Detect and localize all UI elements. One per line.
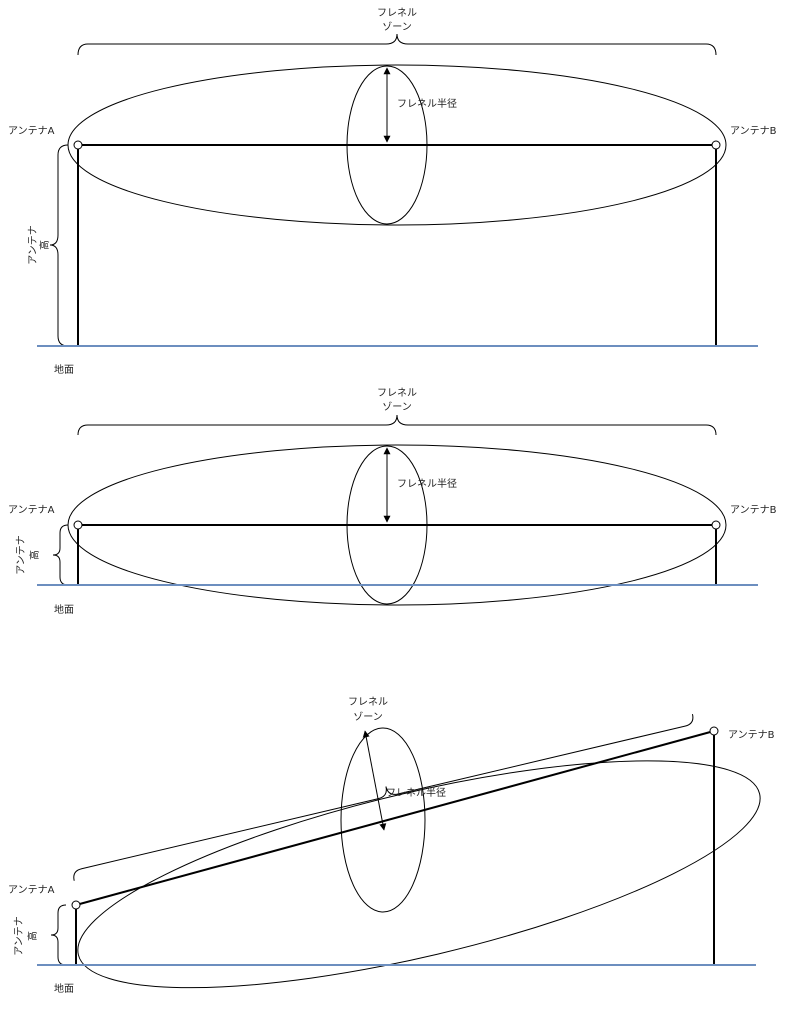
- height-label-line2: 高: [38, 240, 51, 250]
- antenna-b-label: アンテナB: [730, 504, 777, 516]
- antenna-b-icon: [711, 140, 721, 150]
- zone-brace: [77, 33, 717, 56]
- fresnel-radius-arrow: [362, 730, 387, 831]
- antenna-a-icon: [73, 140, 83, 150]
- diagram-tall-antennas: フレネル ゾーン フレネル半径 アンテナA アンテナB アンテナ 高 地面: [8, 7, 777, 376]
- antenna-b-label: アンテナB: [730, 125, 777, 137]
- line-of-sight: [75, 730, 715, 906]
- diagram-low-antennas: フレネル ゾーン フレネル半径 アンテナA アンテナB アンテナ 高 地面: [8, 387, 777, 616]
- height-label-line1: アンテナ: [13, 916, 25, 956]
- height-brace: [52, 524, 69, 586]
- antenna-b-label: アンテナB: [728, 729, 775, 741]
- zone-brace: [77, 414, 717, 436]
- fresnel-radius-label: フレネル半径: [397, 97, 457, 110]
- diagram-tilted-link: フレネル ゾーン フレネル半径 アンテナA アンテナB アンテナ 高 地面: [8, 696, 775, 995]
- fresnel-radius-label: フレネル半径: [397, 477, 457, 490]
- antenna-a-label: アンテナA: [8, 884, 55, 896]
- zone-label-line1: フレネル: [377, 387, 417, 399]
- zone-brace: [73, 713, 694, 881]
- ground-label: 地面: [54, 603, 74, 616]
- fresnel-radius-label: フレネル半径: [386, 786, 446, 799]
- antenna-a-icon: [73, 520, 83, 530]
- antenna-b-icon: [709, 726, 719, 736]
- zone-label-line2: ゾーン: [353, 711, 383, 723]
- ground-label: 地面: [54, 363, 74, 376]
- ground-label: 地面: [54, 982, 74, 995]
- zone-label-line1: フレネル: [377, 7, 417, 19]
- antenna-a-label: アンテナA: [8, 125, 55, 137]
- zone-label-line1: フレネル: [348, 696, 388, 708]
- height-brace: [50, 904, 67, 966]
- height-label-line2: 高: [26, 931, 39, 941]
- height-label-line1: アンテナ: [15, 535, 27, 575]
- height-brace: [49, 144, 69, 347]
- height-label-line2: 高: [28, 550, 41, 560]
- zone-label-line2: ゾーン: [382, 401, 412, 413]
- antenna-b-icon: [711, 520, 721, 530]
- fresnel-zone-ellipse: [77, 760, 761, 989]
- height-label-line1: アンテナ: [27, 225, 39, 265]
- antenna-a-icon: [71, 900, 81, 910]
- zone-label-line2: ゾーン: [382, 21, 412, 33]
- antenna-a-label: アンテナA: [8, 504, 55, 516]
- cross-section-ellipse: [340, 727, 426, 913]
